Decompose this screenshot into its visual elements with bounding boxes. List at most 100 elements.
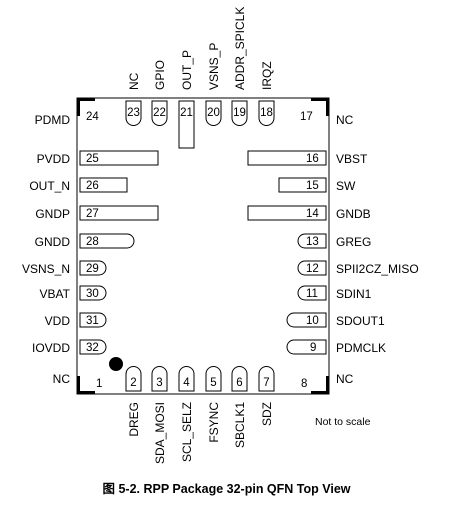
pin-20-number: 20 (207, 107, 220, 119)
pin-13-pad (297, 233, 327, 249)
pin-14-number: 14 (306, 208, 319, 220)
pin-9-number: 9 (310, 342, 316, 354)
pin-23-pad (125, 100, 142, 126)
pin-5-number: 5 (210, 377, 216, 389)
pin-3-label: SDA_MOSI (153, 402, 167, 464)
pin-19-number: 19 (233, 107, 246, 119)
corner-mark-bottom-right (311, 376, 329, 394)
pin-29-label: VSNS_N (22, 262, 70, 276)
pin-22-number: 22 (153, 107, 166, 119)
pin-8-number: 8 (301, 378, 307, 390)
pin-11-pad (297, 285, 327, 301)
pin-5-pad (205, 366, 222, 392)
pin-16-pad (247, 150, 327, 166)
pin-21-pad (178, 100, 195, 149)
pin-4-label: SCL_SELZ (180, 402, 194, 462)
pin-7-number: 7 (263, 377, 269, 389)
pin-29-pad (79, 260, 107, 276)
pin-15-label: SW (336, 179, 356, 193)
pin-12-pad (297, 260, 327, 276)
pin-28-number: 28 (86, 236, 99, 248)
pin-26-pad (79, 177, 128, 193)
pin-23-number: 23 (127, 107, 140, 119)
pin-21-label: OUT_P (180, 50, 194, 90)
pin-12-number: 12 (306, 263, 319, 275)
package-body-outline (76, 97, 330, 395)
pin-6-pad (231, 366, 248, 392)
pin-20-pad (205, 100, 222, 126)
pin-18-number: 18 (260, 107, 273, 119)
pin-15-number: 15 (306, 180, 319, 192)
pin-1-label: NC (53, 372, 71, 386)
corner-mark-top-left (77, 98, 95, 116)
pin-24-number: 24 (86, 111, 99, 123)
pin-10-pad (286, 312, 327, 328)
pin-14-label: GNDB (336, 207, 371, 221)
pin-25-number: 25 (86, 153, 99, 165)
pin-24-label: PDMD (35, 113, 71, 127)
pin-7-label: SDZ (260, 402, 274, 426)
pin-11-label: SDIN1 (336, 287, 372, 301)
pin-11-number: 11 (306, 288, 318, 300)
pin-3-pad (151, 366, 168, 392)
pin-3-number: 3 (156, 377, 162, 389)
corner-mark-bottom-left (77, 376, 95, 394)
pin-10-number: 10 (306, 315, 319, 327)
pin-1-number: 1 (96, 378, 102, 390)
pin-32-pad (79, 339, 107, 355)
pin-21-number: 21 (180, 107, 193, 119)
pin-26-number: 26 (86, 180, 99, 192)
pin-10-label: SDOUT1 (336, 314, 385, 328)
pin-31-pad (79, 312, 107, 328)
pin-6-number: 6 (236, 377, 242, 389)
pin-2-pad (125, 366, 142, 392)
pin-2-label: DREG (127, 402, 141, 437)
pin-6-label: SBCLK1 (233, 402, 247, 448)
pin-8-label: NC (336, 372, 354, 386)
pin-25-pad (79, 150, 159, 166)
figure-caption: 图 5-2. RPP Package 32-pin QFN Top View (102, 482, 351, 496)
pin-16-label: VBST (336, 152, 368, 166)
pin-13-label: GREG (336, 235, 371, 249)
pin1-indicator-dot (109, 357, 123, 371)
pin-27-number: 27 (86, 208, 99, 220)
pin-9-pad (286, 339, 327, 355)
corner-mark-top-right (311, 98, 329, 116)
pin-4-pad (178, 366, 195, 392)
pin-14-pad (247, 205, 327, 221)
pin-17-label: NC (336, 113, 354, 127)
pin-31-label: VDD (45, 314, 71, 328)
pin-2-number: 2 (130, 377, 136, 389)
pin-18-label: IRQZ (260, 61, 274, 90)
pin-26-label: OUT_N (29, 179, 70, 193)
pin-30-label: VBAT (40, 287, 71, 301)
pin-20-label: VSNS_P (207, 43, 221, 90)
pin-9-label: PDMCLK (336, 341, 386, 355)
pin-16-number: 16 (306, 153, 319, 165)
pin-32-number: 32 (86, 342, 99, 354)
pin-27-label: GNDP (35, 207, 70, 221)
pin-12-label: SPII2CZ_MISO (336, 262, 419, 276)
pin-17-number: 17 (300, 111, 313, 123)
pin-23-label: NC (127, 72, 141, 90)
pin-15-pad (278, 177, 327, 193)
pin-13-number: 13 (306, 236, 319, 248)
pin-4-number: 4 (183, 377, 190, 389)
pin-7-pad (258, 366, 275, 392)
pin-31-number: 31 (86, 315, 99, 327)
not-to-scale-note: Not to scale (315, 416, 371, 428)
pin-19-pad (231, 100, 248, 126)
pin-30-pad (79, 285, 107, 301)
pin-18-pad (258, 100, 275, 126)
pin-22-pad (151, 100, 168, 126)
pin-19-label: ADDR_SPICLK (233, 7, 247, 90)
pin-29-number: 29 (86, 263, 99, 275)
pin-27-pad (79, 205, 159, 221)
pin-28-pad (79, 233, 135, 249)
pin-25-label: PVDD (37, 152, 71, 166)
pin-30-number: 30 (86, 288, 99, 300)
pin-28-label: GNDD (35, 235, 71, 249)
pin-32-label: IOVDD (32, 341, 70, 355)
pin-22-label: GPIO (153, 60, 167, 90)
